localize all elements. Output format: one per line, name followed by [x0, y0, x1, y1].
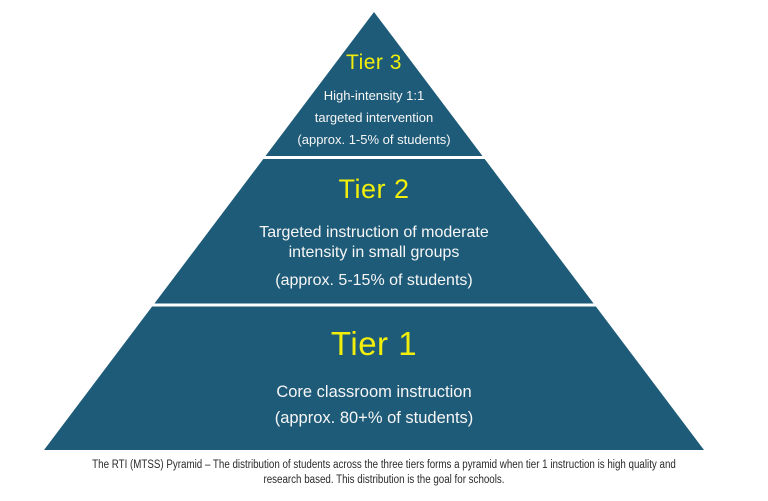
diagram-caption: The RTI (MTSS) Pyramid – The distributio… — [58, 458, 711, 488]
tier-2-shape — [154, 159, 594, 304]
tier-2-approx: (approx. 5-15% of students) — [275, 272, 473, 289]
tier-1-shape — [44, 306, 704, 450]
tier-1-approx: (approx. 80+% of students) — [274, 409, 474, 427]
tier-3-shape — [265, 12, 483, 156]
caption-line-2: research based. This distribution is the… — [263, 474, 505, 486]
tier-2-text-block: Tier 2 Targeted instruction of moderate … — [259, 174, 488, 291]
tier-2-line-2: intensity in small groups — [288, 244, 460, 261]
tier-1-line-1: Core classroom instruction — [276, 383, 472, 401]
tier-2-line-1: Targeted instruction of moderate — [259, 224, 489, 241]
tier-3-line-3: (approx. 1-5% of students) — [297, 132, 451, 147]
tier-1-text-block: Tier 1 Core classroom instruction (appro… — [275, 326, 474, 431]
caption-line-1: The RTI (MTSS) Pyramid – The distributio… — [92, 459, 676, 471]
tier-3-text-block: Tier 3 High-intensity 1:1 targeted inter… — [297, 51, 450, 151]
tier-1-description: Core classroom instruction (approx. 80+%… — [275, 379, 474, 431]
tier-3-line-1: High-intensity 1:1 — [323, 88, 425, 103]
tier-3-line-2: targeted intervention — [314, 110, 434, 125]
tier-2-label: Tier 2 — [338, 174, 410, 204]
tier-3-description: High-intensity 1:1 targeted intervention… — [297, 85, 450, 151]
tier-2-description: Targeted instruction of moderate intensi… — [259, 223, 488, 263]
tier-1-label: Tier 1 — [330, 325, 418, 362]
tier-3-label: Tier 3 — [346, 51, 402, 74]
